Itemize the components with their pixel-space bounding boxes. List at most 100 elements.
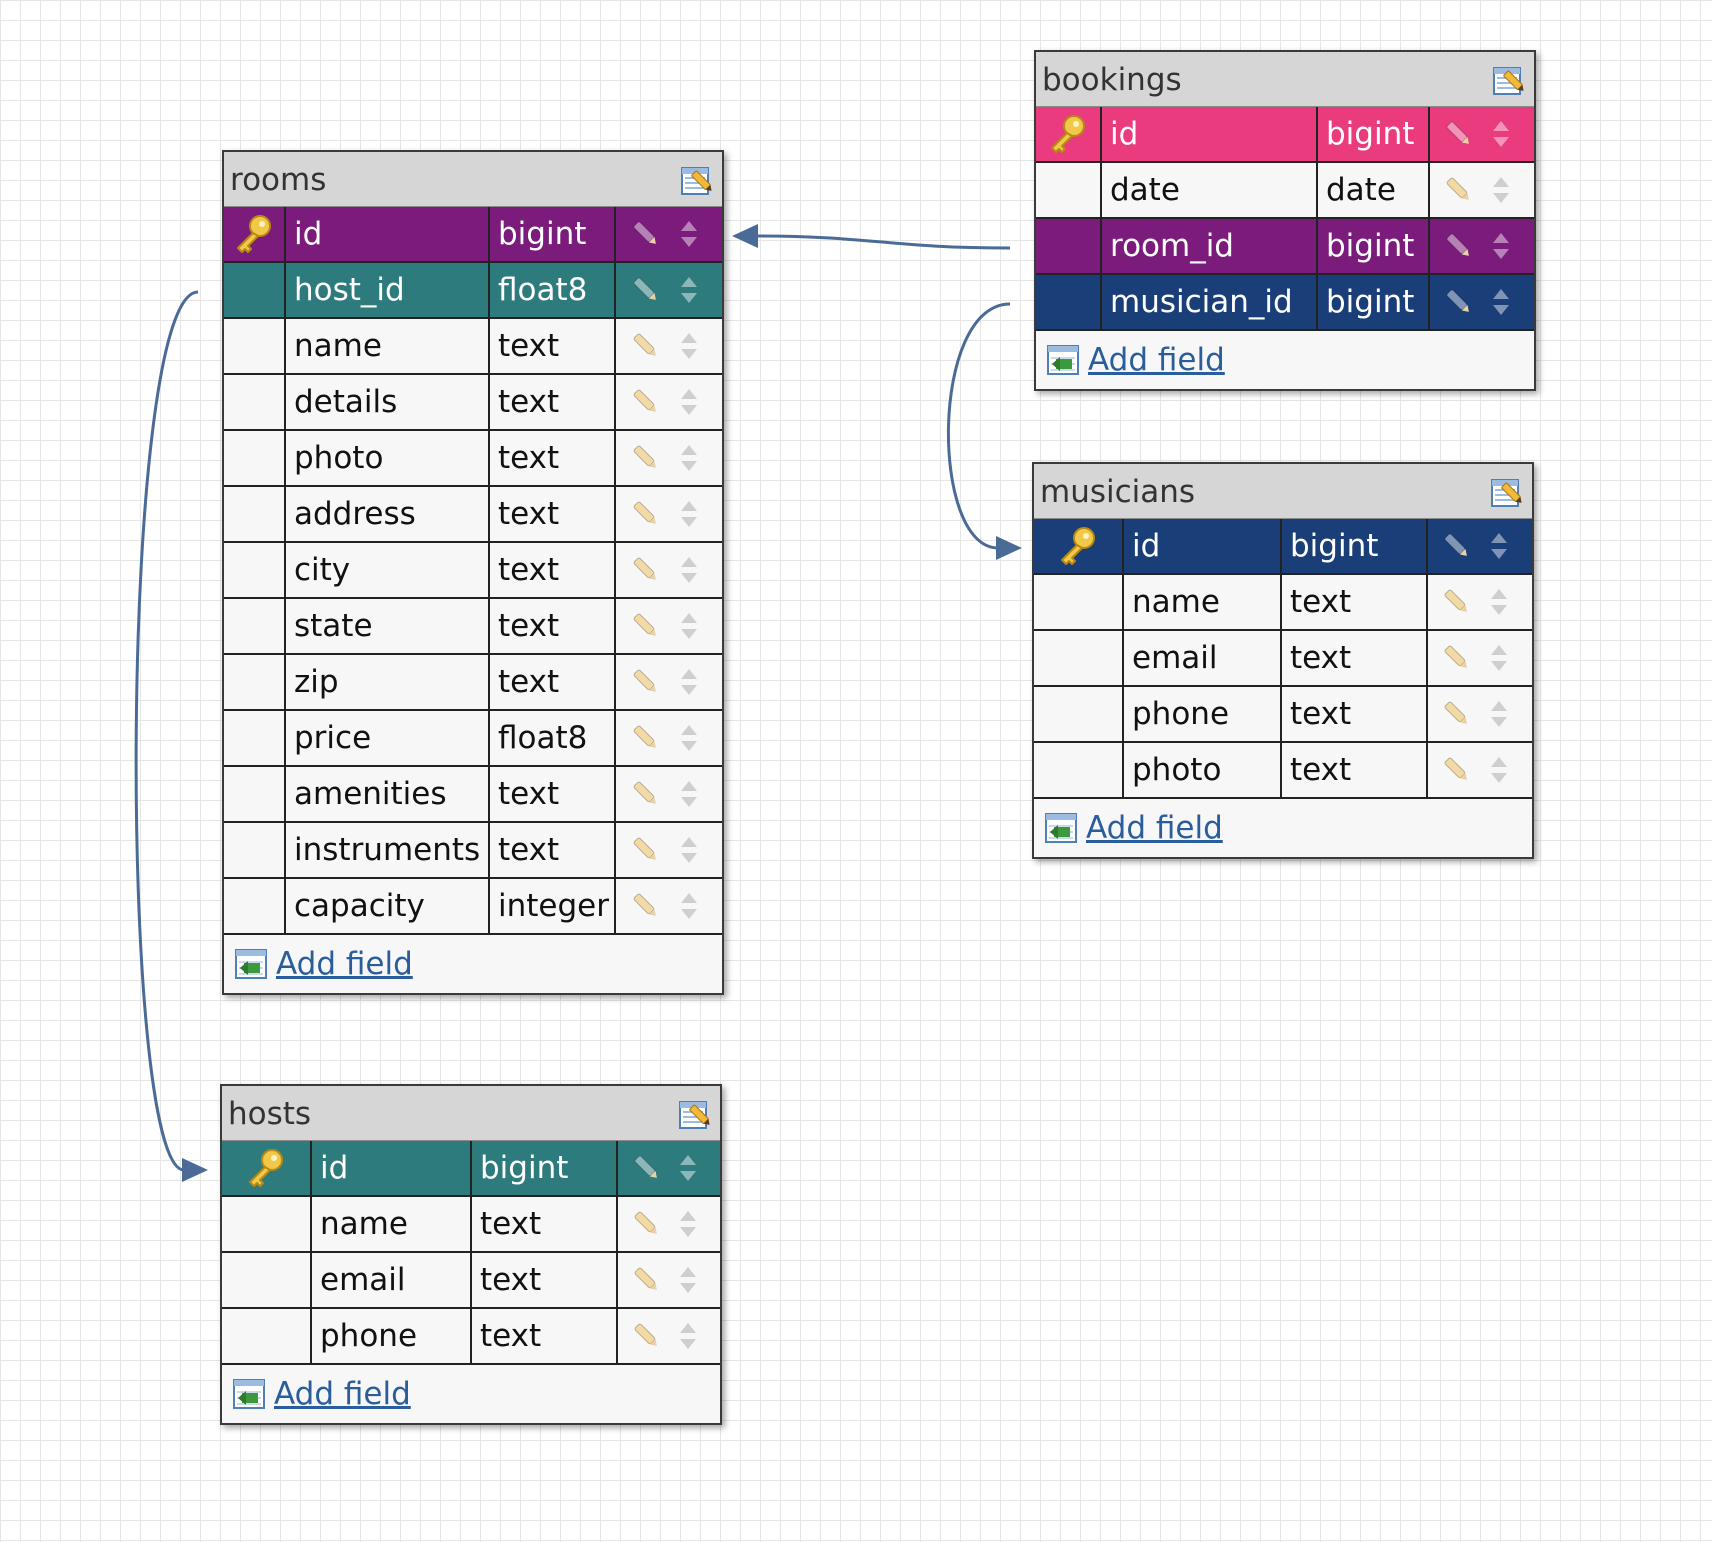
field-type[interactable]: bigint <box>472 1141 618 1195</box>
pencil-icon[interactable] <box>632 1151 662 1185</box>
field-type[interactable]: text <box>472 1253 618 1307</box>
reorder-arrows-icon[interactable] <box>674 721 704 755</box>
field-name[interactable]: host_id <box>286 263 490 317</box>
pencil-icon[interactable] <box>632 1207 662 1241</box>
field-name[interactable]: capacity <box>286 879 490 933</box>
reorder-arrows-icon[interactable] <box>1484 529 1514 563</box>
field-type[interactable]: text <box>490 431 616 485</box>
field-type[interactable]: bigint <box>490 207 616 261</box>
table-header[interactable]: musicians <box>1034 464 1532 519</box>
add-field-link[interactable]: Add field <box>276 946 413 982</box>
reorder-arrows-icon[interactable] <box>674 777 704 811</box>
field-name[interactable]: phone <box>1124 687 1282 741</box>
table-edit-icon[interactable] <box>1492 64 1526 98</box>
field-type[interactable]: date <box>1318 163 1430 217</box>
field-name[interactable]: details <box>286 375 490 429</box>
reorder-arrows-icon[interactable] <box>673 1151 703 1185</box>
field-type[interactable]: text <box>490 543 616 597</box>
reorder-arrows-icon[interactable] <box>1486 117 1516 151</box>
reorder-arrows-icon[interactable] <box>1486 173 1516 207</box>
field-name[interactable]: id <box>1102 107 1318 161</box>
pencil-icon[interactable] <box>631 609 661 643</box>
field-type[interactable]: float8 <box>490 263 616 317</box>
field-name[interactable]: musician_id <box>1102 275 1318 329</box>
reorder-arrows-icon[interactable] <box>1484 697 1514 731</box>
field-name[interactable]: amenities <box>286 767 490 821</box>
field-type[interactable]: text <box>1282 687 1428 741</box>
field-type[interactable]: text <box>490 319 616 373</box>
pencil-icon[interactable] <box>631 217 661 251</box>
pencil-icon[interactable] <box>631 553 661 587</box>
pencil-icon[interactable] <box>632 1319 662 1353</box>
field-type[interactable]: text <box>490 599 616 653</box>
pencil-icon[interactable] <box>1442 753 1472 787</box>
reorder-arrows-icon[interactable] <box>674 889 704 923</box>
field-name[interactable]: date <box>1102 163 1318 217</box>
field-name[interactable]: address <box>286 487 490 541</box>
add-field-link[interactable]: Add field <box>1088 342 1225 378</box>
pencil-icon[interactable] <box>1442 529 1472 563</box>
field-name[interactable]: name <box>286 319 490 373</box>
reorder-arrows-icon[interactable] <box>674 553 704 587</box>
reorder-arrows-icon[interactable] <box>674 217 704 251</box>
field-type[interactable]: text <box>490 375 616 429</box>
reorder-arrows-icon[interactable] <box>1486 229 1516 263</box>
reorder-arrows-icon[interactable] <box>674 329 704 363</box>
field-name[interactable]: instruments <box>286 823 490 877</box>
pencil-icon[interactable] <box>631 777 661 811</box>
field-name[interactable]: zip <box>286 655 490 709</box>
table-header[interactable]: bookings <box>1036 52 1534 107</box>
pencil-icon[interactable] <box>1442 697 1472 731</box>
reorder-arrows-icon[interactable] <box>674 665 704 699</box>
field-type[interactable]: text <box>1282 575 1428 629</box>
reorder-arrows-icon[interactable] <box>674 497 704 531</box>
pencil-icon[interactable] <box>1444 285 1474 319</box>
reorder-arrows-icon[interactable] <box>674 833 704 867</box>
pencil-icon[interactable] <box>1444 117 1474 151</box>
pencil-icon[interactable] <box>631 889 661 923</box>
reorder-arrows-icon[interactable] <box>1484 753 1514 787</box>
pencil-icon[interactable] <box>631 833 661 867</box>
reorder-arrows-icon[interactable] <box>674 441 704 475</box>
field-name[interactable]: name <box>312 1197 472 1251</box>
field-type[interactable]: bigint <box>1282 519 1428 573</box>
field-type[interactable]: text <box>472 1197 618 1251</box>
relation-bookings-musician-id[interactable] <box>947 302 1011 550</box>
field-name[interactable]: price <box>286 711 490 765</box>
table-header[interactable]: rooms <box>224 152 722 207</box>
pencil-icon[interactable] <box>1442 641 1472 675</box>
table-edit-icon[interactable] <box>678 1098 712 1132</box>
table-edit-icon[interactable] <box>680 164 714 198</box>
table-edit-icon[interactable] <box>1490 476 1524 510</box>
add-field-link[interactable]: Add field <box>1086 810 1223 846</box>
reorder-arrows-icon[interactable] <box>1486 285 1516 319</box>
field-type[interactable]: text <box>490 767 616 821</box>
field-type[interactable]: text <box>472 1309 618 1363</box>
pencil-icon[interactable] <box>1444 173 1474 207</box>
field-name[interactable]: email <box>1124 631 1282 685</box>
pencil-icon[interactable] <box>631 441 661 475</box>
field-type[interactable]: text <box>490 487 616 541</box>
table-header[interactable]: hosts <box>222 1086 720 1141</box>
field-name[interactable]: room_id <box>1102 219 1318 273</box>
field-name[interactable]: phone <box>312 1309 472 1363</box>
field-name[interactable]: state <box>286 599 490 653</box>
field-type[interactable]: float8 <box>490 711 616 765</box>
pencil-icon[interactable] <box>631 665 661 699</box>
